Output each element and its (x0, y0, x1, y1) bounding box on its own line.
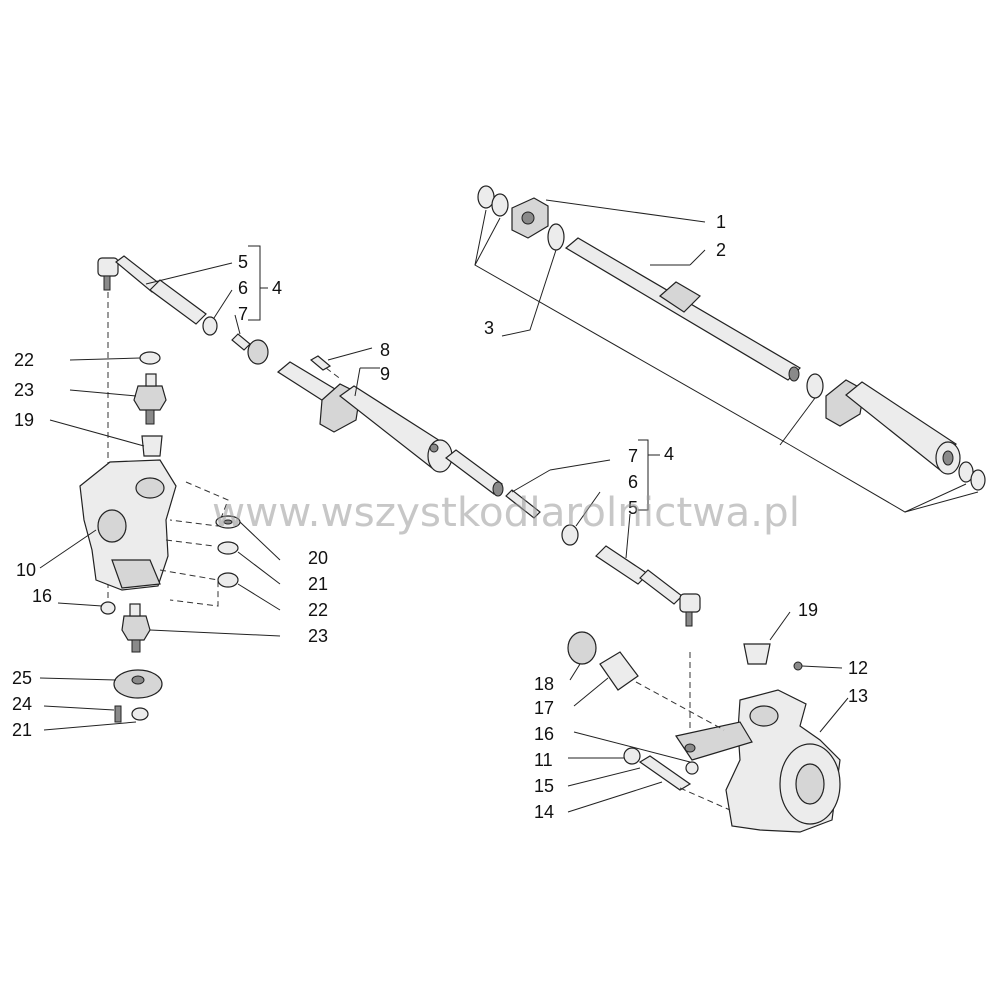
clamp-part-6b (561, 524, 579, 546)
hub-center (795, 763, 825, 805)
callout-label: 2 (716, 240, 726, 260)
callout-labels: 1 2 3 4 5 6 7 8 9 7 6 5 4 22 23 19 10 16… (12, 212, 868, 822)
callout-label: 23 (14, 380, 34, 400)
washer-part-11 (623, 747, 641, 765)
piston-part (659, 281, 701, 313)
callout-label: 19 (14, 410, 34, 430)
callout-label: 4 (272, 278, 282, 298)
callout-label: 20 (308, 548, 328, 568)
callout-label: 1 (716, 212, 726, 232)
callout-label: 14 (534, 802, 554, 822)
knuckle-bore-b (749, 705, 779, 727)
bolt-part-15 (638, 755, 692, 791)
callout-label: 11 (534, 750, 553, 770)
ball-joint-stud (145, 373, 157, 387)
callout-label: 22 (14, 350, 34, 370)
nut-part-16 (100, 601, 116, 615)
tie-rod-left (97, 245, 269, 365)
o-ring-part (547, 223, 565, 251)
callout-label: 6 (238, 278, 248, 298)
callout-label: 25 (12, 668, 32, 688)
callout-label: 8 (380, 340, 390, 360)
plug-part-12 (793, 661, 803, 671)
callout-label: 16 (32, 586, 52, 606)
callout-label: 7 (238, 304, 248, 324)
callout-label: 10 (16, 560, 36, 580)
inner-rod-part-7 (231, 333, 251, 351)
callout-label: 12 (848, 658, 868, 678)
tie-rod-right (505, 439, 701, 627)
callout-label: 5 (628, 498, 638, 518)
callout-label: 5 (238, 252, 248, 272)
clamp-part-6 (202, 316, 218, 336)
nut-part-22b (217, 572, 239, 588)
watermark-text: www.wszystkodlarolnictwa.pl (212, 490, 800, 536)
tie-rod-end-head-b (679, 593, 701, 613)
arm-hole (684, 743, 696, 753)
snap-ring-part (970, 469, 986, 491)
callout-label: 15 (534, 776, 554, 796)
bushing-part-19 (141, 435, 163, 457)
cylinder-barrel (845, 381, 957, 471)
nut-part-21 (217, 541, 239, 555)
o-ring-part (806, 373, 824, 399)
ball-joint-part-23 (133, 385, 167, 411)
callout-label: 21 (308, 574, 328, 594)
tie-rod-end-stud (103, 275, 111, 291)
flange-hole (521, 211, 535, 225)
callout-label: 23 (308, 626, 328, 646)
callout-label: 4 (664, 444, 674, 464)
steering-knuckle-right (567, 611, 849, 833)
rod-end (492, 481, 504, 497)
callout-label: 18 (534, 674, 554, 694)
ball-joint-stud-b (129, 603, 141, 617)
callout-label: 13 (848, 686, 868, 706)
screw-part-24 (114, 705, 122, 723)
knuckle-eye (97, 509, 127, 543)
plate-hole (131, 675, 145, 685)
callout-label: 22 (308, 600, 328, 620)
knuckle-arm (111, 559, 161, 589)
tie-rod-end-shank-b (639, 569, 683, 605)
callout-label: 3 (484, 318, 494, 338)
callout-label: 9 (380, 364, 390, 384)
callout-label: 21 (12, 720, 32, 740)
callout-label: 16 (534, 724, 554, 744)
callout-label: 7 (628, 446, 638, 466)
cylinder-assembly-right (474, 185, 986, 513)
washer-hole (223, 519, 233, 525)
seal-part-18 (567, 631, 597, 665)
port-hole (429, 443, 439, 453)
ball-joint-thread (145, 409, 155, 425)
tie-rod-tube-part-5 (149, 279, 207, 325)
callout-label: 6 (628, 472, 638, 492)
steering-knuckle-left (39, 292, 281, 731)
screw-part-8 (309, 355, 332, 371)
ball-joint-part-23b (121, 615, 151, 641)
rod-end (788, 366, 800, 382)
callout-label: 24 (12, 694, 32, 714)
callout-label: 17 (534, 698, 554, 718)
bushing-part-19b (743, 643, 771, 665)
tie-rod-end-head (97, 257, 119, 277)
ball-joint-thread-b (131, 639, 141, 653)
barrel-bore (942, 450, 954, 466)
nut-part-21b (131, 707, 149, 721)
steering-cylinder-middle (276, 347, 504, 497)
inner-rod-part-7b (505, 489, 541, 519)
tie-rod-end-stud-b (685, 611, 693, 627)
inner-joint (247, 339, 269, 365)
sleeve-part-17 (599, 651, 639, 691)
nut-part-16b (685, 761, 699, 775)
nut-part-22 (139, 351, 161, 365)
snap-ring-part (491, 193, 509, 217)
callout-label: 19 (798, 600, 818, 620)
knuckle-bore (135, 477, 165, 499)
